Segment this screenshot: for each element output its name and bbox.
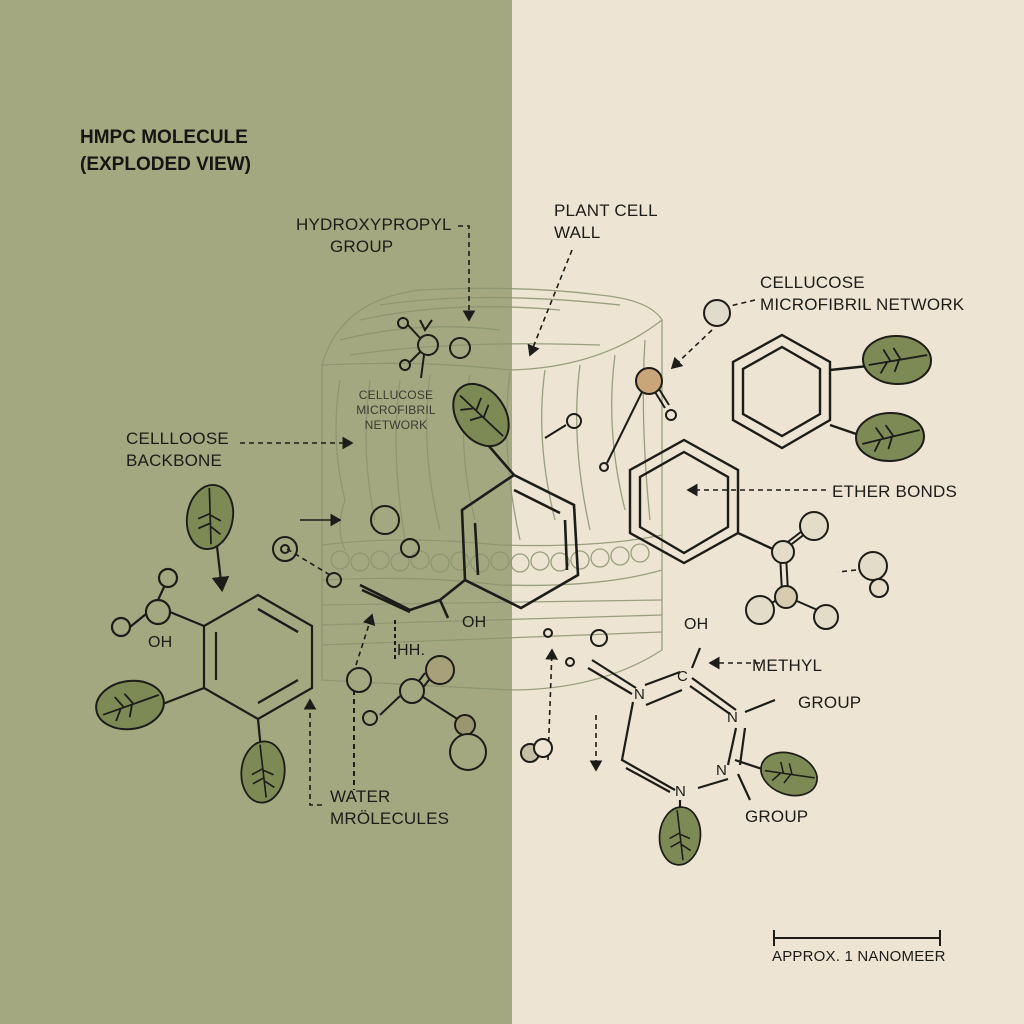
right-panel-background bbox=[512, 0, 1024, 1024]
title-line-1: HMPC MOLECULE bbox=[80, 127, 248, 148]
atom-n-3: N bbox=[716, 762, 728, 779]
right-top-benzene-ring bbox=[731, 333, 869, 450]
atom-oh-center: OH bbox=[462, 614, 487, 631]
label-water-molecules: WATER bbox=[330, 786, 391, 808]
atom-n-1: N bbox=[634, 686, 646, 703]
left-benzene-ring bbox=[110, 519, 314, 761]
water-molecule-cluster bbox=[346, 620, 575, 790]
label-group-right: GROUP bbox=[798, 693, 862, 712]
label-cellulose-network: CELLUCOSE bbox=[760, 272, 865, 294]
label-text: WATER bbox=[330, 787, 391, 806]
label-group-bottom: GROUP bbox=[745, 807, 809, 826]
title-line-2: (EXPLODED VIEW) bbox=[80, 154, 252, 175]
label-text: CELLUCOSE bbox=[358, 388, 434, 402]
left-panel-background bbox=[0, 0, 512, 1024]
label-cellulose-backbone: CELLLOOSE bbox=[126, 428, 229, 450]
label-text: PLANT CELL bbox=[554, 201, 658, 220]
atom-oh-right: OH bbox=[684, 616, 709, 633]
label-text: NETWORK bbox=[364, 418, 428, 432]
label-plant-cell-wall-line2: WALL bbox=[554, 222, 600, 244]
label-methyl: METHYL bbox=[752, 656, 823, 675]
label-plant-cell-wall: PLANT CELL bbox=[554, 200, 658, 222]
central-benzene-ring bbox=[359, 444, 580, 619]
label-hydroxypropyl-group: HYDROXYPROPYL bbox=[296, 214, 452, 236]
label-text: MRÖLECULES bbox=[330, 809, 450, 828]
label-hydroxypropyl-group-line2: GROUP bbox=[330, 236, 393, 258]
scale-bar-line bbox=[773, 930, 941, 946]
right-mid-benzene-ring bbox=[628, 438, 776, 565]
label-water-molecules-line2: MRÖLECULES bbox=[330, 808, 449, 830]
ball-and-stick-cluster bbox=[745, 511, 889, 630]
cell-wall-block bbox=[321, 287, 663, 691]
label-cellulose-backbone-line2: BACKBONE bbox=[126, 450, 222, 472]
diagram-title: HMPC MOLECULE (EXPLODED VIEW) bbox=[80, 124, 251, 178]
label-text: MICROFIBRIL NETWORK bbox=[760, 295, 965, 314]
atom-hh: HH. bbox=[397, 642, 426, 659]
label-ether-bonds: ETHER BONDS bbox=[832, 482, 957, 501]
label-text: WALL bbox=[554, 223, 601, 242]
scale-bar-label: APPROX. 1 NANOMEER bbox=[772, 948, 946, 965]
label-text: HYDROXYPROPYL bbox=[296, 215, 452, 234]
label-text: CELLUCOSE bbox=[760, 273, 865, 292]
label-text: CELLLOOSE bbox=[126, 429, 229, 448]
label-text: BACKBONE bbox=[126, 451, 223, 470]
label-cellulose-network-line2: MICROFIBRIL NETWORK bbox=[760, 294, 964, 316]
atom-n-2: N bbox=[727, 709, 739, 726]
label-text: GROUP bbox=[330, 237, 394, 256]
label-text: MICROFIBRIL bbox=[356, 403, 436, 417]
atom-oh-left: OH bbox=[148, 634, 173, 651]
atom-n-4: N bbox=[675, 783, 687, 800]
atom-c: C bbox=[677, 668, 689, 685]
